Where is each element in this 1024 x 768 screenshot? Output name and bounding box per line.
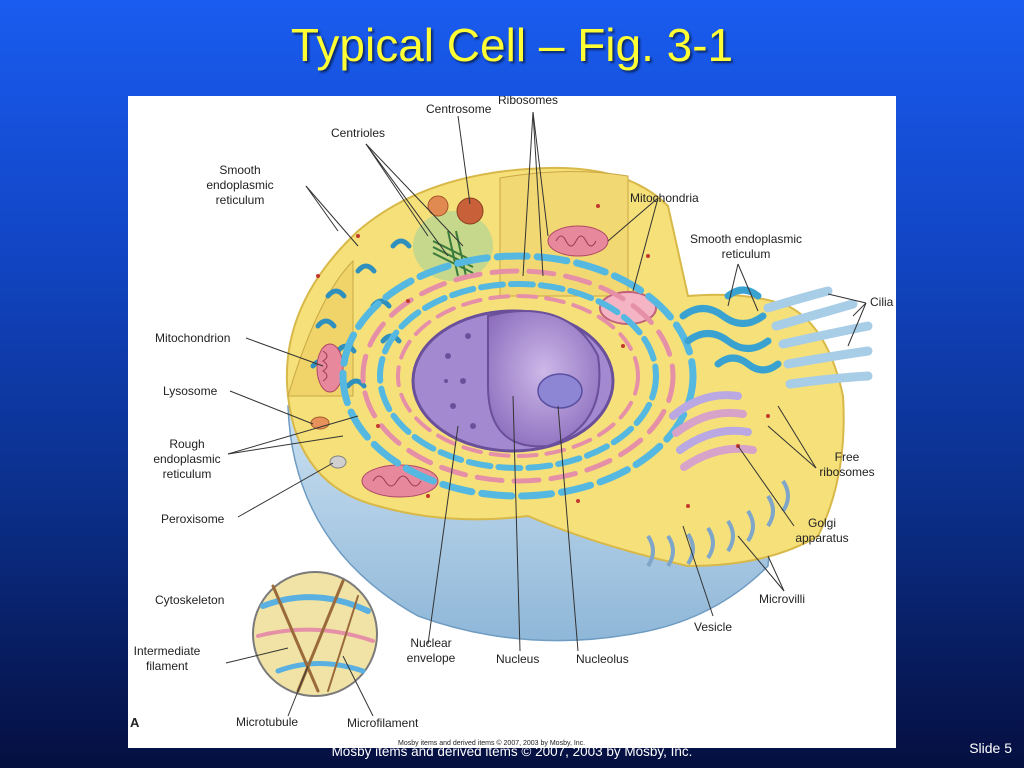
peroxisome	[329, 455, 347, 469]
label-nucleolus: Nucleolus	[576, 652, 629, 666]
label-golgi-2: apparatus	[795, 531, 848, 545]
label-nucleus: Nucleus	[496, 652, 539, 666]
label-nuclear-envelope-1: Nuclear	[410, 636, 451, 650]
label-microtubule: Microtubule	[236, 715, 298, 729]
centrosome	[413, 211, 493, 281]
cell-diagram-figure: Centrosome Ribosomes Centrioles Smooth e…	[128, 96, 896, 748]
label-rough-er-3: reticulum	[163, 467, 212, 481]
free-ribosomes	[316, 204, 770, 508]
label-golgi-1: Golgi	[808, 516, 836, 530]
label-cilia: Cilia	[870, 295, 894, 309]
label-microvilli: Microvilli	[759, 592, 805, 606]
rough-er	[339, 252, 697, 500]
label-smooth-er-right-2: reticulum	[722, 247, 771, 261]
label-rough-er-1: Rough	[169, 437, 204, 451]
label-nuclear-envelope-2: envelope	[407, 651, 456, 665]
cell-diagram-svg: Centrosome Ribosomes Centrioles Smooth e…	[130, 96, 894, 747]
label-microfilament: Microfilament	[347, 716, 419, 730]
centrosome-granule	[456, 197, 484, 225]
figure-inner-credit: Mosby items and derived items © 2007, 20…	[398, 739, 585, 747]
label-smooth-er-left-2: endoplasmic	[206, 178, 273, 192]
label-intermediate-filament-1: Intermediate	[134, 644, 201, 658]
label-intermediate-filament-2: filament	[146, 659, 189, 673]
label-vesicle: Vesicle	[694, 620, 732, 634]
microvilli	[646, 479, 790, 568]
footer-credit: Mosby items and derived items © 2007, 20…	[331, 744, 693, 759]
leader-lines	[225, 111, 867, 717]
panel-letter: A	[130, 715, 140, 730]
label-mitochondria: Mitochondria	[630, 191, 699, 205]
label-mitochondrion: Mitochondrion	[155, 331, 230, 345]
label-free-ribosomes-2: ribosomes	[819, 465, 874, 479]
cilia	[763, 286, 873, 389]
mitochondria-top	[547, 225, 609, 257]
label-free-ribosomes-1: Free	[835, 450, 860, 464]
label-smooth-er-right-1: Smooth endoplasmic	[690, 232, 802, 246]
nucleolus	[537, 373, 583, 409]
label-peroxisome: Peroxisome	[161, 512, 225, 526]
nuclear-pores	[444, 333, 476, 429]
label-lysosome: Lysosome	[163, 384, 218, 398]
label-centrosome: Centrosome	[426, 102, 492, 116]
label-ribosomes: Ribosomes	[498, 96, 558, 107]
label-centrioles: Centrioles	[331, 126, 385, 140]
label-smooth-er-left-3: reticulum	[216, 193, 265, 207]
slide-title: Typical Cell – Fig. 3-1	[290, 19, 734, 71]
golgi-apparatus	[669, 391, 757, 471]
slide-number: Slide 5	[969, 740, 1012, 756]
label-cytoskeleton: Cytoskeleton	[155, 593, 224, 607]
label-smooth-er-left-1: Smooth	[219, 163, 260, 177]
centrosome-granule	[427, 195, 449, 217]
mitochondrion-left	[316, 343, 344, 393]
label-rough-er-2: endoplasmic	[153, 452, 220, 466]
